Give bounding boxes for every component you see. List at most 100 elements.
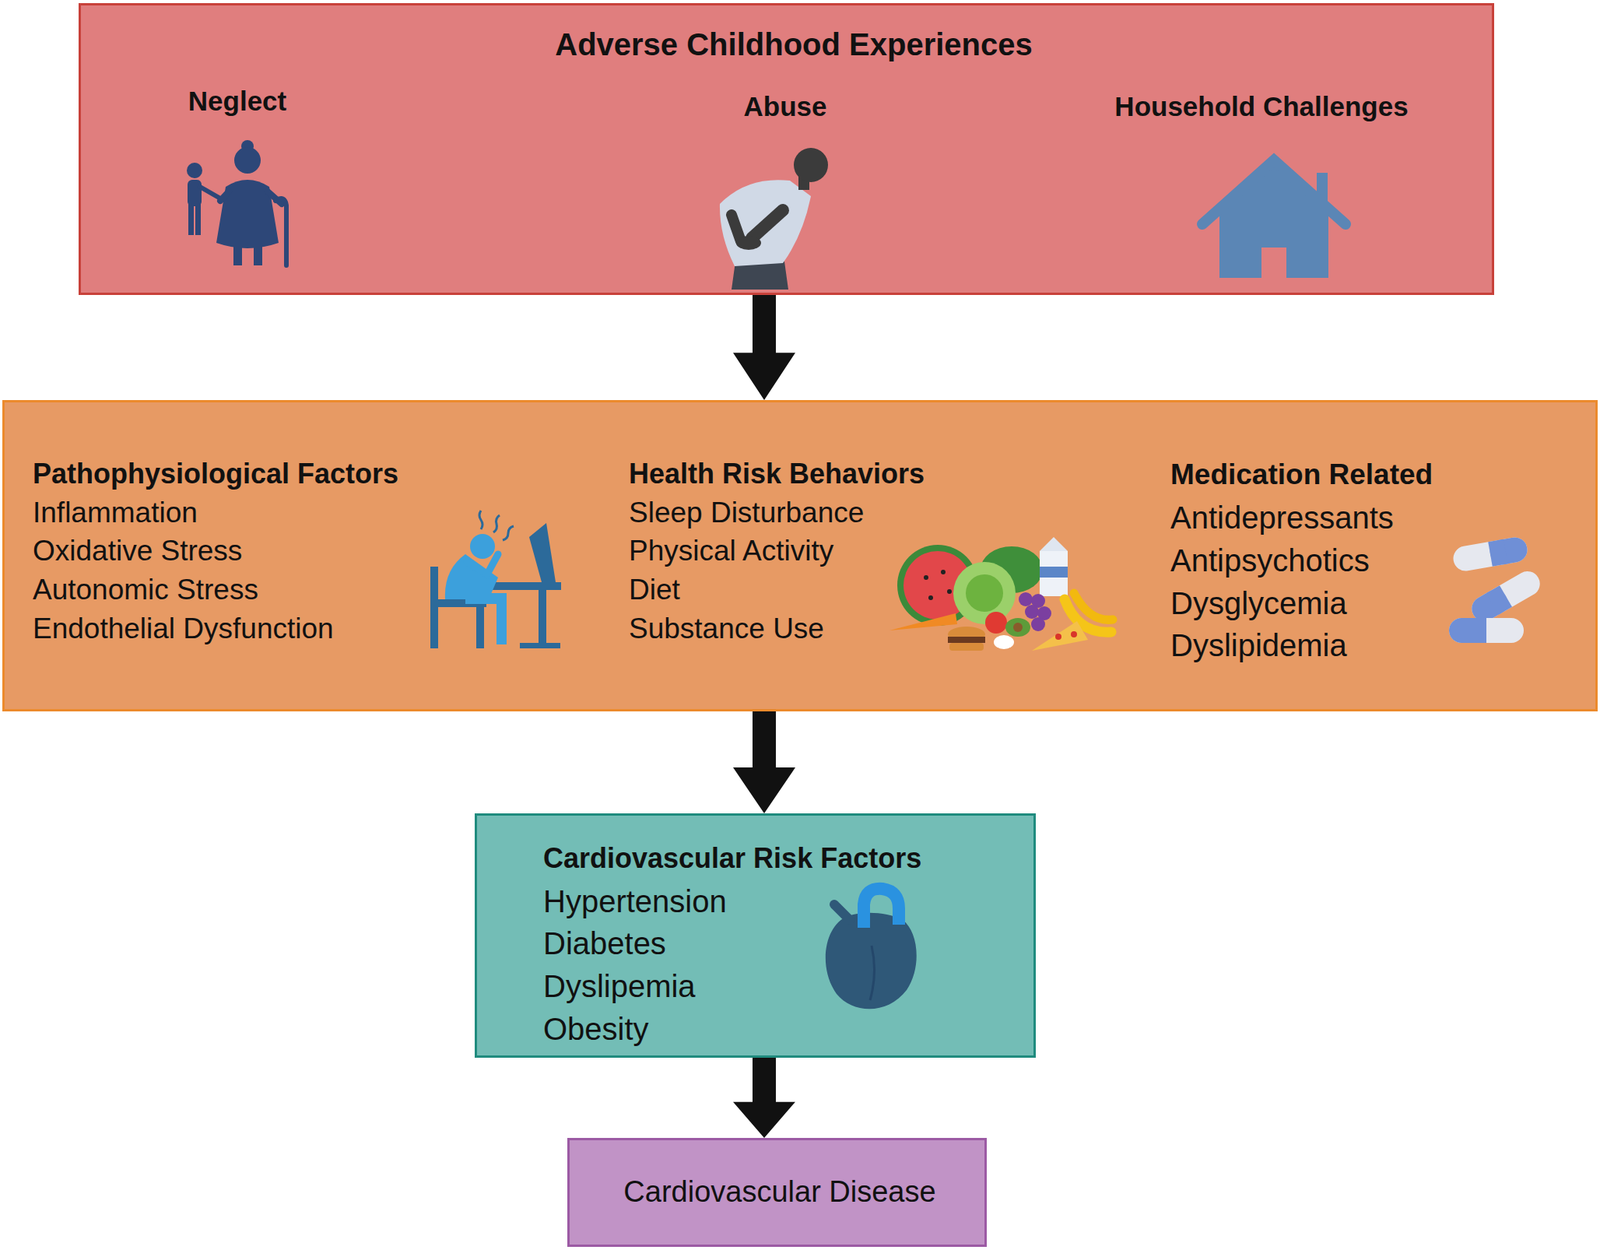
column-heading: Health Risk Behaviors	[628, 457, 925, 490]
icon-shape	[496, 592, 507, 645]
icon-shape	[965, 574, 1004, 612]
icon-shape	[445, 554, 499, 600]
stress-icon	[430, 510, 562, 649]
icon-shape	[538, 589, 547, 646]
list-item: Oxidative Stress	[32, 534, 243, 569]
icon-shape	[187, 179, 202, 207]
icon-shape	[519, 642, 561, 649]
list-item: Diabetes	[543, 925, 667, 962]
icon-shape	[233, 244, 243, 266]
icon-shape	[953, 561, 1016, 625]
icon-shape	[502, 526, 514, 541]
house-icon	[1202, 160, 1346, 278]
icon-shape	[430, 599, 487, 608]
box-label: Cardiovascular Disease	[623, 1175, 936, 1210]
icon-shape	[220, 191, 229, 201]
icon-shape	[1005, 617, 1031, 637]
icon-shape	[1018, 592, 1033, 607]
neglect-icon	[186, 140, 287, 266]
icon-shape	[897, 544, 979, 626]
abuse-icon	[719, 147, 829, 290]
icon-shape	[529, 522, 556, 583]
icon-shape	[1039, 536, 1068, 551]
icon-shape	[253, 244, 263, 266]
icon-shape	[731, 214, 741, 242]
list-item: Antipsychotics	[1170, 542, 1370, 579]
icon-shape	[465, 592, 506, 604]
icon-shape	[923, 575, 929, 580]
icon-shape	[993, 635, 1015, 650]
list-item: Sleep Disturbance	[628, 496, 864, 530]
icon-shape	[1039, 566, 1068, 578]
source-box: Adverse Childhood ExperiencesNeglectAbus…	[78, 3, 1495, 295]
list-item: Endothelial Dysfunction	[32, 612, 334, 646]
icon-shape	[1031, 593, 1046, 608]
icon-shape	[1487, 539, 1508, 567]
list-item: Dysglycemia	[1170, 585, 1348, 622]
icon-shape	[751, 210, 783, 239]
list-item: Hypertension	[543, 883, 727, 920]
flow-arrow	[733, 1057, 796, 1138]
icon-shape	[1073, 592, 1113, 620]
icon-shape	[470, 533, 495, 559]
icon-shape	[216, 179, 279, 249]
icon-shape	[793, 147, 829, 183]
icon-shape	[1070, 631, 1078, 638]
icon-shape	[947, 626, 986, 643]
column-heading: Cardiovascular Risk Factors	[543, 842, 922, 874]
icon-shape	[980, 546, 1043, 593]
icon-shape	[731, 261, 789, 290]
icon-shape	[834, 904, 850, 920]
outcome-box: Cardiovascular Disease	[567, 1137, 987, 1247]
icon-shape	[1449, 617, 1487, 643]
icon-shape	[940, 569, 946, 575]
icon-shape	[234, 147, 261, 174]
flow-arrow	[733, 711, 796, 814]
icon-shape	[1487, 535, 1530, 567]
icon-shape	[493, 515, 500, 533]
icon-shape	[928, 595, 934, 600]
food-icon	[889, 536, 1113, 651]
icon-shape	[1031, 621, 1088, 651]
box-title: Adverse Childhood Experiences	[554, 26, 1033, 63]
icon-shape	[466, 554, 499, 575]
icon-shape	[1024, 604, 1039, 619]
icon-shape	[1451, 535, 1530, 573]
icon-shape	[1064, 599, 1112, 632]
icon-shape	[430, 566, 439, 649]
icon-shape	[825, 912, 917, 1009]
icon-shape	[241, 140, 254, 153]
icon-shape	[1031, 617, 1046, 632]
list-item: Inflammation	[32, 496, 198, 530]
mediator-box: Pathophysiological FactorsInflammationOx…	[2, 400, 1598, 712]
list-item: Diet	[628, 573, 681, 608]
icon-shape	[1451, 535, 1530, 573]
icon-shape	[719, 179, 811, 267]
icon-shape	[479, 510, 483, 530]
icon-shape	[188, 203, 194, 236]
icon-shape	[1466, 566, 1544, 626]
list-item: Dyslipidemia	[1170, 627, 1348, 664]
icon-shape	[947, 589, 952, 594]
icon-shape	[985, 611, 1008, 634]
icon-label: Household Challenges	[1114, 91, 1408, 123]
icon-shape	[1466, 566, 1544, 626]
column-heading: Pathophysiological Factors	[32, 457, 399, 490]
icon-shape	[798, 175, 810, 190]
icon-label: Abuse	[743, 91, 828, 123]
icon-shape	[1202, 160, 1346, 225]
icon-shape	[275, 198, 287, 266]
list-item: Antidepressants	[1170, 499, 1394, 536]
list-item: Obesity	[543, 1010, 650, 1047]
risk-factor-box: Cardiovascular Risk FactorsHypertensionD…	[474, 813, 1036, 1058]
icon-shape	[476, 607, 485, 649]
icon-shape	[1219, 166, 1329, 278]
icon-shape	[949, 642, 984, 651]
icon-shape	[870, 945, 875, 1000]
icon-shape	[889, 613, 958, 631]
pills-icon	[1449, 535, 1545, 643]
icon-shape	[903, 550, 972, 620]
flow-arrow	[733, 294, 796, 400]
